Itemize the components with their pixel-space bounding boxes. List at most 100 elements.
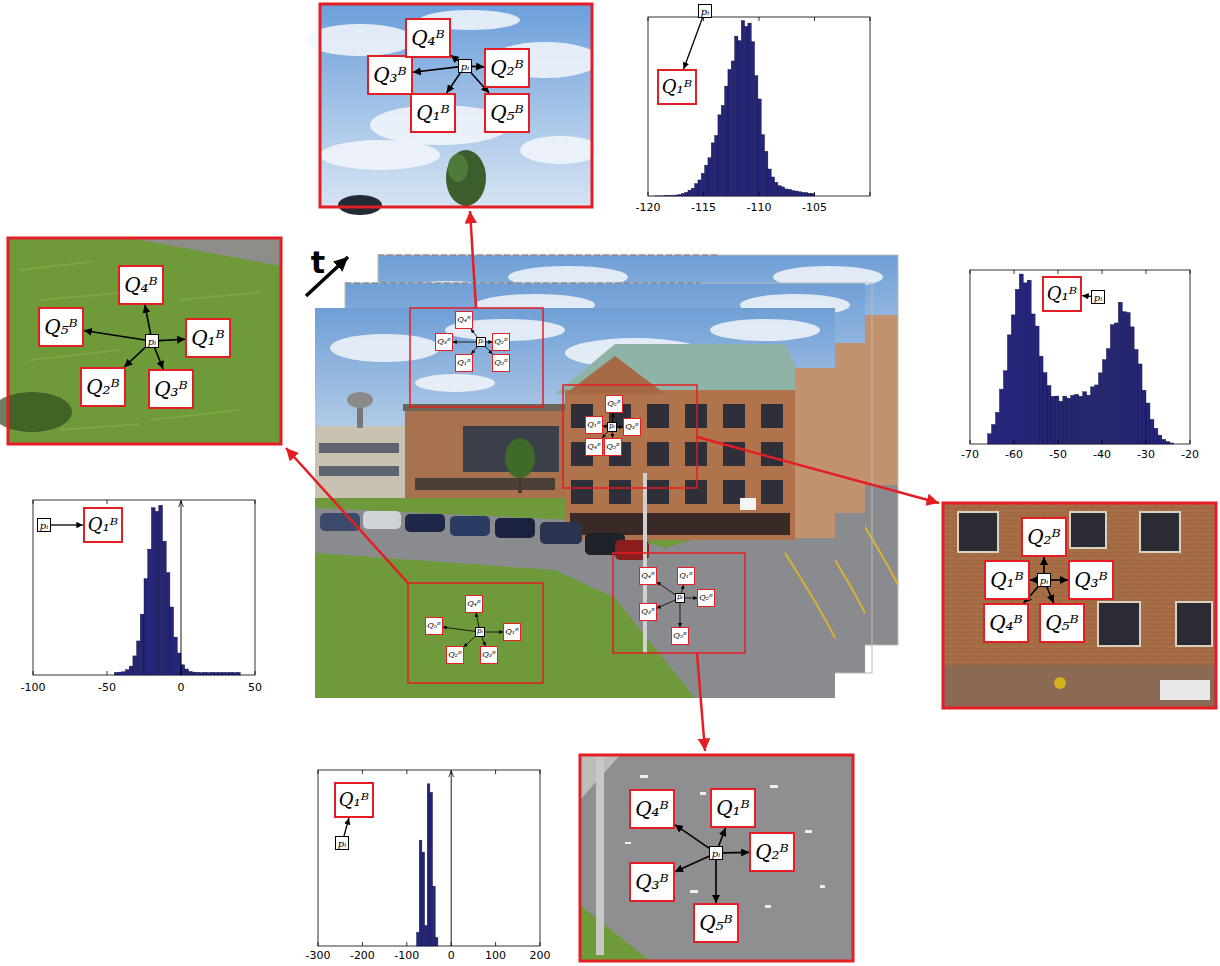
point-box: pᵢ bbox=[458, 59, 472, 73]
neighbor-arrow bbox=[464, 637, 475, 647]
time-label: t bbox=[311, 246, 325, 279]
histogram-bar bbox=[151, 508, 155, 675]
neighbor-box: Q₃ᴮ bbox=[480, 646, 497, 664]
axis-tick-label: -110 bbox=[747, 202, 772, 214]
histogram-bar bbox=[788, 189, 791, 196]
histogram-bar bbox=[114, 672, 118, 675]
front-frame bbox=[315, 308, 835, 698]
histogram-bar bbox=[233, 673, 237, 675]
histogram-bar bbox=[1027, 280, 1031, 444]
histogram-bar bbox=[688, 190, 691, 196]
histogram-bar bbox=[1035, 326, 1039, 444]
photo-shape bbox=[943, 665, 1216, 708]
neighbor-arrow bbox=[413, 67, 458, 72]
histogram-bar bbox=[181, 665, 185, 675]
histogram-bar bbox=[185, 669, 189, 675]
axis-tick-label: 50 bbox=[248, 682, 262, 694]
axis-tick bbox=[814, 17, 815, 196]
histogram-bar bbox=[419, 840, 422, 946]
neighbor-box: Q₄ᴮ bbox=[585, 438, 602, 456]
neighbor-box: Q₂ᴮ bbox=[484, 48, 530, 88]
symbol-label: pᵢ bbox=[1094, 292, 1102, 303]
neighbor-box: Q₁ᴮ bbox=[710, 788, 756, 828]
histogram-bar bbox=[218, 672, 222, 675]
neighbor-box: Q₁ᴮ bbox=[503, 623, 520, 641]
photo-shape bbox=[943, 503, 1216, 708]
neighbor-arrow bbox=[84, 331, 145, 340]
photo-shape bbox=[1140, 512, 1180, 552]
symbol-label: pᵢ bbox=[677, 594, 683, 602]
histogram-bar bbox=[1114, 323, 1118, 444]
histogram-bar bbox=[775, 182, 778, 196]
histogram-bar bbox=[725, 86, 728, 196]
photo-shape bbox=[8, 238, 281, 444]
histogram-bar bbox=[229, 672, 233, 675]
building-zoom bbox=[943, 503, 1216, 708]
axis-tick-label: -70 bbox=[961, 449, 979, 461]
region-outline bbox=[563, 385, 697, 488]
neighbor-arrow bbox=[476, 613, 479, 627]
histogram-bar bbox=[801, 192, 804, 196]
histogram-bar bbox=[711, 143, 714, 196]
photo-shape bbox=[0, 392, 72, 432]
histogram-bar bbox=[1110, 325, 1114, 444]
symbol-label: Q₅ᴮ bbox=[699, 912, 733, 934]
histogram-bar bbox=[1134, 349, 1138, 444]
axis-tick-label: -40 bbox=[1093, 449, 1111, 461]
region-outline bbox=[613, 553, 745, 653]
neighbor-arrow bbox=[344, 818, 349, 836]
histogram-bar bbox=[430, 792, 433, 946]
photo-shape bbox=[286, 448, 408, 583]
axis-tick-label: 200 bbox=[530, 950, 551, 962]
histogram-bar bbox=[435, 937, 438, 946]
symbol-label: pᵢ bbox=[1040, 575, 1048, 586]
symbol-label: Q₁ᴮ bbox=[339, 790, 369, 810]
axis-tick bbox=[1146, 270, 1147, 444]
axis-tick bbox=[759, 17, 760, 196]
photo-shape bbox=[448, 154, 468, 182]
neighbor-box: Q₃ᴮ bbox=[639, 603, 656, 621]
neighbor-box: Q₃ᴮ bbox=[367, 55, 413, 95]
symbol-label: Q₃ᴮ bbox=[1074, 569, 1108, 591]
photo-shape bbox=[1176, 602, 1212, 646]
symbol-label: Q₁ᴮ bbox=[679, 572, 692, 581]
histogram-bar bbox=[1063, 396, 1067, 444]
neighbor-box: Q₅ᴮ bbox=[1039, 603, 1085, 643]
histogram-bar bbox=[211, 672, 215, 675]
neighbor-arrow bbox=[453, 342, 476, 343]
neighbor-arrow bbox=[1043, 557, 1045, 573]
symbol-label: Q₄ᴮ bbox=[587, 443, 600, 452]
symbol-label: Q₁ᴮ bbox=[1047, 284, 1077, 304]
histogram-bar bbox=[177, 653, 181, 675]
histogram-bar bbox=[708, 158, 711, 196]
histogram-bar bbox=[655, 195, 658, 196]
symbol-label: Q₃ᴮ bbox=[625, 423, 638, 432]
point-box: pᵢ bbox=[709, 846, 723, 860]
histogram-bar bbox=[1166, 442, 1170, 444]
histogram-bar bbox=[207, 673, 211, 675]
histogram-bar bbox=[761, 135, 764, 196]
plot-area bbox=[970, 270, 1190, 444]
histogram-bar bbox=[665, 195, 668, 196]
histogram-bar bbox=[1039, 356, 1043, 444]
histogram bbox=[648, 17, 870, 196]
histogram-bar bbox=[148, 549, 152, 675]
neighbor-arrow bbox=[1051, 579, 1068, 581]
histogram-bar bbox=[675, 195, 678, 197]
neighbor-arrow bbox=[1047, 587, 1054, 603]
photo-shape bbox=[697, 653, 705, 751]
plot-area bbox=[318, 770, 540, 946]
neighbor-arrow bbox=[657, 600, 675, 608]
photo-shape bbox=[690, 890, 698, 893]
histogram-bar bbox=[1098, 373, 1102, 444]
neighbor-arrow bbox=[679, 603, 680, 627]
histogram-bar bbox=[755, 76, 758, 196]
neighbor-box: Q₄ᴮ bbox=[465, 595, 482, 613]
histogram-bar bbox=[1023, 283, 1027, 444]
neighbor-arrow bbox=[471, 329, 477, 337]
axis-tick bbox=[406, 770, 407, 946]
histogram-bar bbox=[1059, 401, 1063, 444]
axis-tick-label: -100 bbox=[394, 950, 419, 962]
symbol-label: Q₂ᴮ bbox=[448, 651, 461, 660]
point-box: pᵢ bbox=[145, 334, 159, 348]
